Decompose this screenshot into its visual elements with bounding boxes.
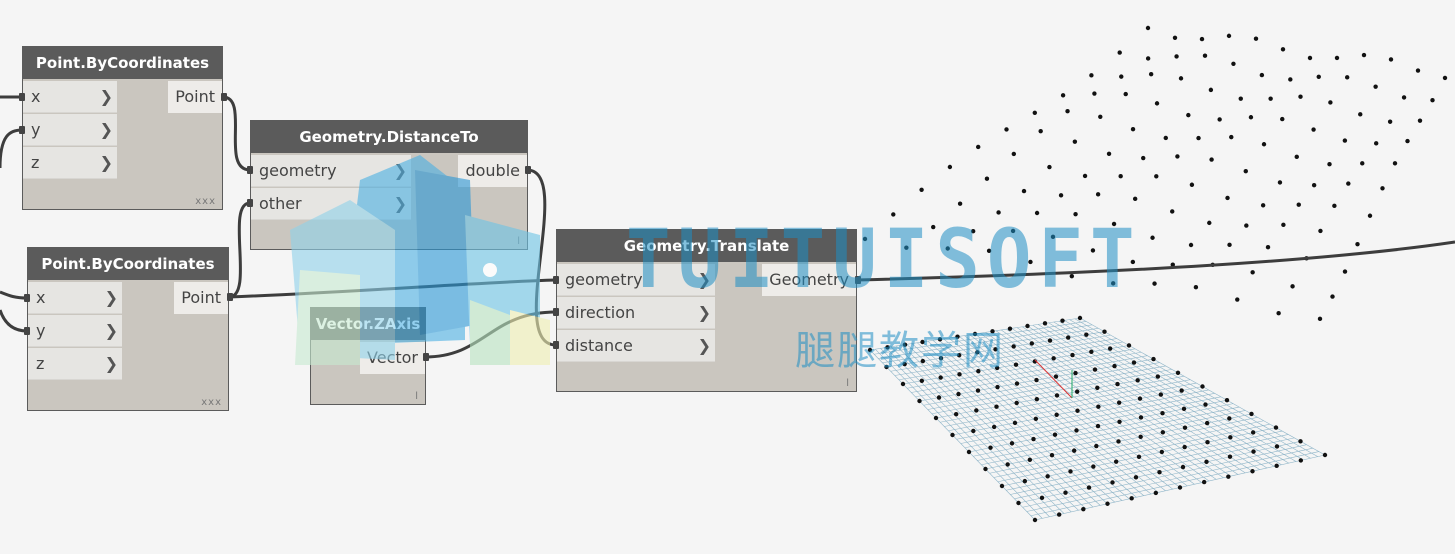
- node-title[interactable]: Geometry.DistanceTo: [251, 121, 527, 153]
- port-label: other: [259, 194, 302, 213]
- point-by-coordinates-node-2[interactable]: Point.ByCoordinates x ❯ y ❯ z ❯ Point xx…: [27, 247, 229, 411]
- port-connector-icon[interactable]: [247, 199, 253, 207]
- point-by-coordinates-node-1[interactable]: Point.ByCoordinates x ❯ y ❯ z ❯ Point xx…: [22, 46, 223, 210]
- chevron-right-icon: ❯: [697, 270, 711, 289]
- port-connector-icon[interactable]: [553, 308, 559, 316]
- wire-distance-to-translate-distance[interactable]: [526, 168, 557, 347]
- chevron-right-icon: ❯: [104, 354, 118, 373]
- surface-points: [867, 315, 1328, 523]
- node-title[interactable]: Point.ByCoordinates: [23, 47, 222, 79]
- lacing-indicator[interactable]: l: [846, 378, 850, 389]
- node-title[interactable]: Geometry.Translate: [557, 230, 856, 262]
- wire-point2-x[interactable]: [0, 290, 28, 300]
- wire-translate-output[interactable]: [855, 240, 1455, 282]
- surface-mesh: [869, 317, 1326, 521]
- lacing-indicator[interactable]: l: [415, 391, 419, 402]
- input-port-other[interactable]: other ❯: [251, 188, 411, 220]
- port-label: y: [31, 120, 41, 139]
- port-label: x: [36, 288, 46, 307]
- geometry-distance-to-node[interactable]: Geometry.DistanceTo geometry ❯ other ❯ d…: [250, 120, 528, 250]
- input-port-x[interactable]: x ❯: [23, 81, 117, 113]
- chevron-right-icon: ❯: [99, 87, 113, 106]
- node-title[interactable]: Vector.ZAxis: [311, 308, 425, 340]
- wire-point1-y[interactable]: [0, 128, 23, 169]
- port-label: z: [36, 354, 45, 373]
- port-connector-icon[interactable]: [227, 293, 233, 301]
- port-connector-icon[interactable]: [553, 341, 559, 349]
- input-port-geometry[interactable]: geometry ❯: [557, 264, 715, 296]
- lacing-indicator[interactable]: xxx: [195, 196, 216, 207]
- node-title[interactable]: Point.ByCoordinates: [28, 248, 228, 280]
- chevron-right-icon: ❯: [393, 194, 407, 213]
- port-label: direction: [565, 303, 636, 322]
- chevron-right-icon: ❯: [697, 303, 711, 322]
- input-port-distance[interactable]: distance ❯: [557, 330, 715, 362]
- port-label: x: [31, 87, 41, 106]
- port-connector-icon[interactable]: [855, 276, 861, 284]
- port-connector-icon[interactable]: [19, 126, 25, 134]
- input-port-x[interactable]: x ❯: [28, 282, 122, 314]
- output-port-geometry[interactable]: Geometry: [762, 264, 856, 296]
- port-connector-icon[interactable]: [525, 166, 531, 174]
- port-label: geometry: [259, 161, 337, 180]
- chevron-right-icon: ❯: [393, 161, 407, 180]
- chevron-right-icon: ❯: [104, 321, 118, 340]
- chevron-right-icon: ❯: [99, 120, 113, 139]
- port-connector-icon[interactable]: [221, 93, 227, 101]
- port-connector-icon[interactable]: [247, 166, 253, 174]
- wire-point2-y[interactable]: [0, 309, 28, 333]
- output-port-point[interactable]: Point: [168, 81, 222, 113]
- lacing-indicator[interactable]: xxx: [201, 397, 222, 408]
- output-port-double[interactable]: double: [458, 155, 527, 187]
- chevron-right-icon: ❯: [104, 288, 118, 307]
- vector-zaxis-node[interactable]: Vector.ZAxis Vector l: [310, 307, 426, 405]
- port-connector-icon[interactable]: [553, 276, 559, 284]
- wire-point2-to-translate-geometry[interactable]: [228, 278, 557, 299]
- port-connector-icon[interactable]: [24, 327, 30, 335]
- chevron-right-icon: ❯: [697, 336, 711, 355]
- port-connector-icon[interactable]: [423, 353, 429, 361]
- translated-points: [862, 25, 1448, 322]
- input-port-z[interactable]: z ❯: [28, 348, 122, 380]
- wire-zaxis-to-translate-direction[interactable]: [424, 310, 557, 359]
- port-label: distance: [565, 336, 633, 355]
- port-label: z: [31, 153, 40, 172]
- port-label: geometry: [565, 270, 643, 289]
- input-port-z[interactable]: z ❯: [23, 147, 117, 179]
- axis-x-marker: [1034, 359, 1073, 399]
- port-connector-icon[interactable]: [19, 93, 25, 101]
- input-port-geometry[interactable]: geometry ❯: [251, 155, 411, 187]
- geometry-translate-node[interactable]: Geometry.Translate geometry ❯ direction …: [556, 229, 857, 392]
- port-connector-icon[interactable]: [24, 294, 30, 302]
- port-label: y: [36, 321, 46, 340]
- chevron-right-icon: ❯: [99, 153, 113, 172]
- input-port-y[interactable]: y ❯: [28, 315, 122, 347]
- wire-point1-to-distance-geometry[interactable]: [222, 95, 251, 172]
- wire-point2-to-distance-other[interactable]: [228, 201, 251, 299]
- output-port-point[interactable]: Point: [174, 282, 228, 314]
- input-port-direction[interactable]: direction ❯: [557, 297, 715, 329]
- lacing-indicator[interactable]: l: [517, 236, 521, 247]
- input-port-y[interactable]: y ❯: [23, 114, 117, 146]
- output-port-vector[interactable]: Vector: [360, 342, 425, 374]
